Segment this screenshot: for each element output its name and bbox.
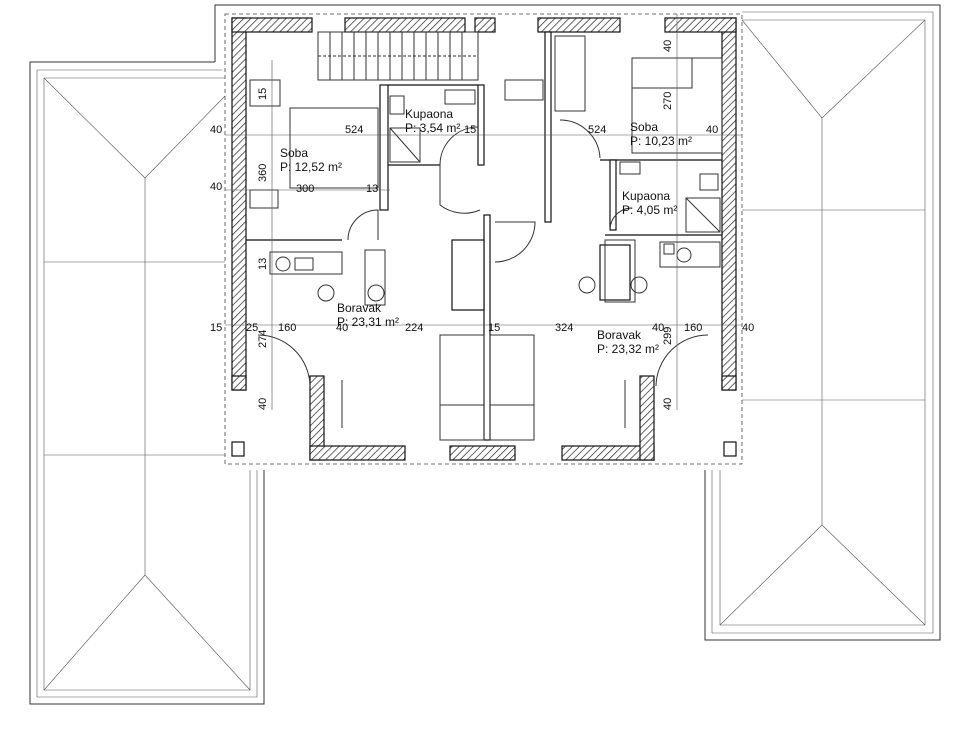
dim-label: 40 [210,181,222,193]
dim-label: 524 [345,124,363,136]
dim-label: 324 [555,322,573,334]
dim-label: 40 [742,322,754,334]
room-name-boravak-left: Boravak [337,301,382,315]
room-area-boravak-right: P: 23,32 m² [597,342,659,356]
dimension-labels: 40 524 15 360 300 13 40 13 15 25 274 160… [210,40,754,410]
bathtub-left [389,127,421,163]
room-area-kupaona-right: P: 4,05 m² [622,203,677,217]
dim-label: 224 [405,322,423,334]
room-name-soba-left: Soba [280,146,308,160]
staircase [317,31,544,101]
dim-label: 40 [662,40,674,52]
shower-right [685,197,721,233]
dim-label: 40 [652,322,664,334]
dim-label: 300 [296,183,314,195]
dim-label: 270 [662,92,674,110]
room-labels: Soba P: 12,52 m² Kupaona P: 3,54 m² Soba… [280,107,692,356]
dimension-lines [225,14,742,410]
dim-label: 40 [257,398,269,410]
room-name-soba-right: Soba [630,120,658,134]
dim-label: 13 [366,183,378,195]
dim-label: 40 [210,124,222,136]
dim-label: 40 [706,124,718,136]
dim-label: 13 [257,258,269,270]
outer-walls [231,17,737,461]
room-area-soba-right: P: 10,23 m² [630,134,692,148]
dim-label: 15 [210,322,222,334]
room-name-boravak-right: Boravak [597,328,642,342]
bed-left [289,107,379,189]
kitchen-right [659,241,721,268]
room-area-soba-left: P: 12,52 m² [280,160,342,174]
roof-left [29,61,265,705]
dim-label: 360 [257,164,269,182]
kitchen-left [269,251,343,275]
dim-label: 299 [662,327,674,345]
room-area-kupaona-left: P: 3,54 m² [405,121,460,135]
room-name-kupaona-right: Kupaona [622,189,670,203]
dim-label: 25 [246,322,258,334]
dim-label: 160 [684,322,702,334]
roof-right [214,4,941,641]
room-name-kupaona-left: Kupaona [405,107,453,121]
door-swings [257,119,709,428]
dim-label: 524 [588,124,606,136]
dim-label: 15 [488,322,500,334]
dim-label: 40 [336,322,348,334]
dim-label: 160 [278,322,296,334]
dim-label: 274 [257,330,269,348]
room-area-boravak-left: P: 23,31 m² [337,315,399,329]
dim-label: 40 [662,398,674,410]
building-boundary [224,13,743,465]
dim-label: 15 [464,124,476,136]
dim-label: 15 [257,88,269,100]
